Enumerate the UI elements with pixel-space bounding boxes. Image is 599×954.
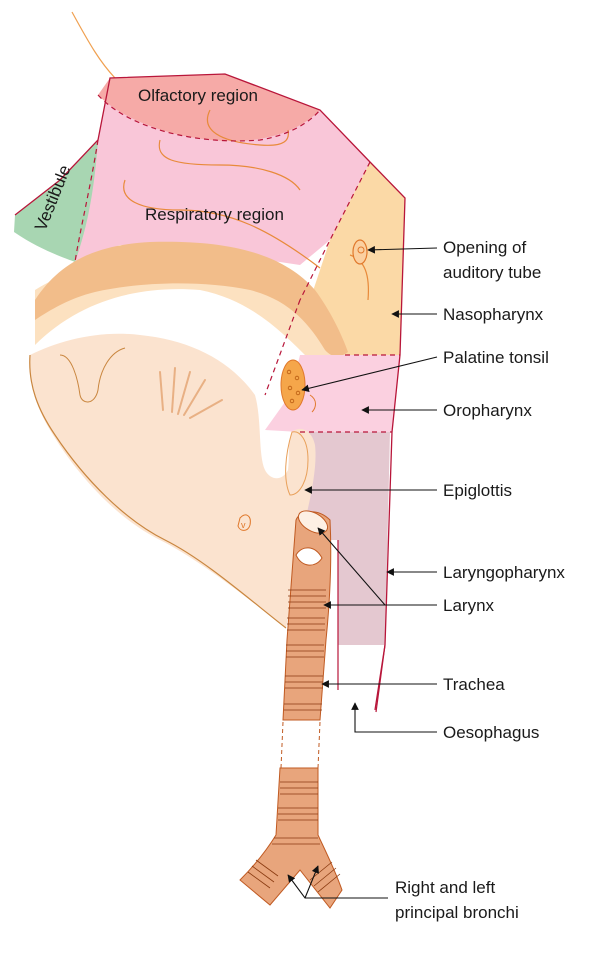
larynx-label: Larynx [443,596,495,615]
trachea-label: Trachea [443,675,505,694]
hyoid-mark-glyph: v [241,520,246,530]
oesophagus-back-wall [376,645,385,712]
oesophagus-label: Oesophagus [443,723,539,742]
epiglottis-label: Epiglottis [443,481,512,500]
bronchi-label-line2: principal bronchi [395,903,519,922]
laryngopharynx-label: Laryngopharynx [443,563,565,582]
nose-outline [72,12,115,78]
olfactory-region-label: Olfactory region [138,86,258,105]
nasopharynx-label: Nasopharynx [443,305,544,324]
trachea-cut-gap [280,722,325,768]
tongue [30,334,316,628]
auditory-tube-label-line1: Opening of [443,238,526,257]
respiratory-region-label: Respiratory region [145,205,284,224]
auditory-tube-label-line2: auditory tube [443,263,541,282]
auditory-tube-opening [353,240,367,264]
bronchi-label-line1: Right and left [395,878,495,897]
palatine-tonsil-label: Palatine tonsil [443,348,549,367]
oropharynx-label: Oropharynx [443,401,532,420]
